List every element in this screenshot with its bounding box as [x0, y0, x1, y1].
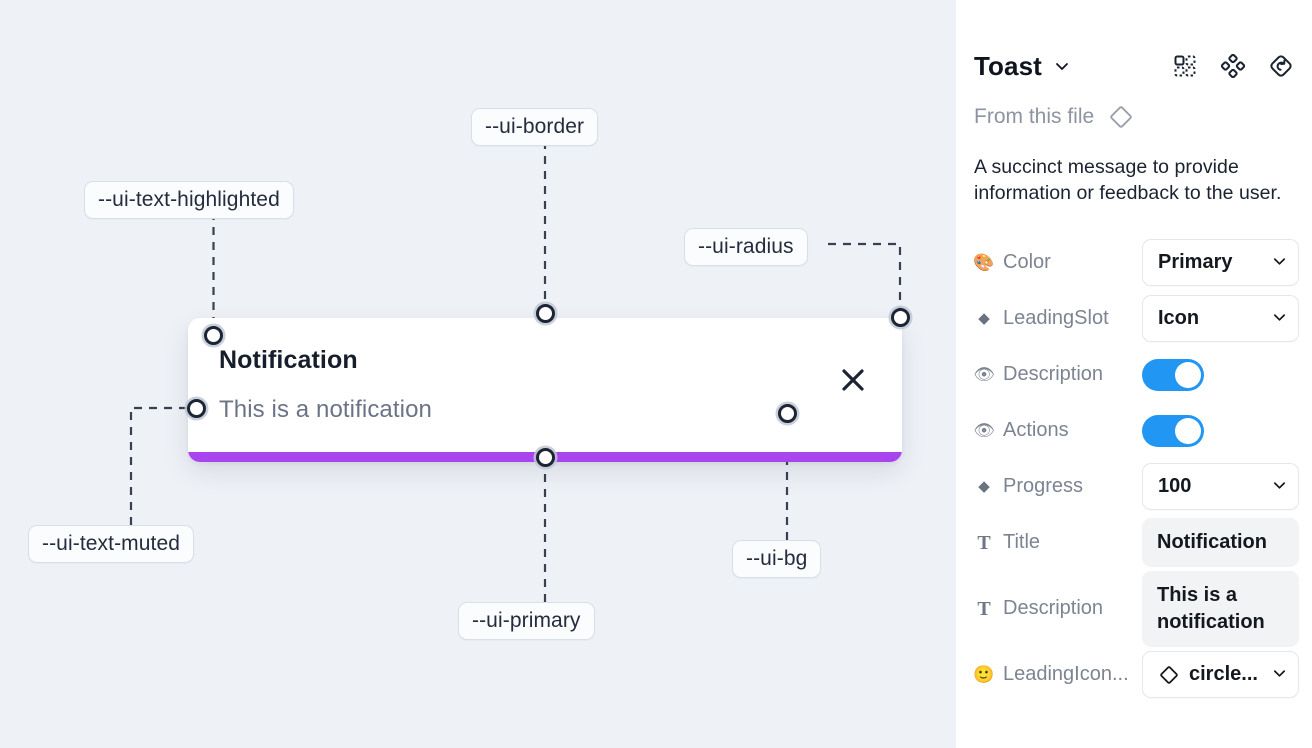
property-label-progress: ◆ Progress	[974, 475, 1142, 498]
property-label-text: Color	[1003, 251, 1051, 274]
token-chip-ui-primary[interactable]: --ui-primary	[458, 602, 595, 640]
token-chip-ui-border[interactable]: --ui-border	[471, 108, 599, 146]
chevron-down-icon	[1272, 663, 1287, 686]
anchor-dot-ui-radius[interactable]	[891, 308, 910, 327]
leading-icon-select[interactable]: circle...	[1142, 651, 1299, 699]
chevron-down-icon	[1272, 475, 1287, 498]
property-row-actions-visibility: 👁 Actions	[974, 403, 1294, 459]
close-icon[interactable]	[839, 366, 867, 394]
diamond-icon: ◆	[978, 478, 990, 496]
property-list: 🎨 Color Primary ◆ LeadingSlot	[974, 235, 1299, 703]
chevron-down-icon	[1272, 251, 1287, 274]
component-set-icon[interactable]	[1172, 53, 1198, 79]
panel-header: Toast	[974, 36, 1294, 96]
leading-slot-select-value: Icon	[1158, 307, 1200, 330]
property-label-actions-visibility: 👁 Actions	[974, 419, 1142, 442]
progress-select-value: 100	[1158, 475, 1192, 498]
anchor-dot-ui-text-muted[interactable]	[187, 399, 206, 418]
from-this-file-label: From this file	[974, 105, 1095, 128]
toggle-knob	[1175, 361, 1201, 388]
diamond-icon	[1158, 664, 1180, 686]
token-chip-ui-text-muted[interactable]: --ui-text-muted	[28, 525, 195, 563]
description-input[interactable]: This is a notification	[1142, 570, 1299, 647]
eye-icon: 👁	[974, 421, 995, 441]
chevron-down-icon	[1272, 307, 1287, 330]
property-row-description-visibility: 👁 Description	[974, 347, 1294, 403]
reset-instance-icon[interactable]	[1268, 53, 1294, 79]
property-label-description-text: T Description	[974, 597, 1142, 620]
property-row-leading-slot: ◆ LeadingSlot Icon	[974, 291, 1299, 347]
progress-select[interactable]: 100	[1142, 463, 1299, 511]
page-title: Toast	[974, 50, 1042, 81]
anchor-dot-ui-primary[interactable]	[536, 448, 555, 467]
text-icon: T	[977, 597, 991, 620]
toast-component-preview[interactable]: Notification This is a notification	[188, 318, 902, 462]
diamond-icon	[1108, 104, 1134, 130]
property-label-title: T Title	[974, 531, 1142, 554]
property-row-title: T Title Notification	[974, 515, 1299, 571]
diamond-icon: ◆	[978, 310, 990, 328]
panel-header-icon-group	[1172, 53, 1294, 79]
actions-visibility-toggle[interactable]	[1142, 414, 1204, 447]
leading-slot-select[interactable]: Icon	[1142, 295, 1299, 343]
property-label-leading-icon: 🙂 LeadingIcon...	[974, 663, 1142, 686]
color-select-value: Primary	[1158, 251, 1233, 274]
property-row-leading-icon: 🙂 LeadingIcon... circle...	[974, 647, 1299, 703]
smiley-icon: 🙂	[974, 665, 995, 685]
color-select[interactable]: Primary	[1142, 239, 1299, 287]
toggle-knob	[1175, 417, 1201, 444]
property-label-text: Title	[1003, 531, 1041, 554]
token-chip-ui-bg[interactable]: --ui-bg	[732, 540, 822, 578]
anchor-dot-ui-bg[interactable]	[778, 404, 797, 423]
property-row-description-text: T Description This is a notification	[974, 570, 1299, 647]
description-visibility-toggle[interactable]	[1142, 358, 1204, 391]
property-label-text: Description	[1003, 597, 1104, 620]
anchor-dot-ui-text-highlighted[interactable]	[204, 326, 223, 345]
property-label-description-visibility: 👁 Description	[974, 363, 1142, 386]
property-label-text: LeadingSlot	[1003, 307, 1109, 330]
token-chip-ui-radius[interactable]: --ui-radius	[684, 228, 808, 266]
property-label-text: LeadingIcon...	[1003, 663, 1129, 686]
chevron-down-icon[interactable]	[1054, 58, 1070, 74]
property-label-text: Progress	[1003, 475, 1084, 498]
from-this-file-row[interactable]: From this file	[974, 104, 1294, 130]
palette-icon: 🎨	[974, 253, 995, 273]
eye-icon: 👁	[974, 365, 995, 385]
property-row-color: 🎨 Color Primary	[974, 235, 1299, 291]
toast-title: Notification	[219, 346, 358, 374]
toast-description: This is a notification	[219, 396, 432, 423]
property-label-text: Description	[1003, 363, 1104, 386]
title-input[interactable]: Notification	[1142, 518, 1299, 568]
design-canvas[interactable]: --ui-text-highlighted --ui-border --ui-r…	[0, 0, 956, 748]
variants-icon[interactable]	[1220, 53, 1246, 79]
property-row-progress: ◆ Progress 100	[974, 459, 1299, 515]
anchor-dot-ui-border[interactable]	[536, 304, 555, 323]
text-icon: T	[977, 531, 991, 554]
component-description: A succinct message to provide informatio…	[974, 156, 1282, 205]
leading-icon-select-value: circle...	[1189, 663, 1258, 686]
properties-panel: Toast	[956, 0, 1312, 748]
property-label-color: 🎨 Color	[974, 251, 1142, 274]
token-chip-ui-text-highlighted[interactable]: --ui-text-highlighted	[84, 181, 294, 219]
property-label-text: Actions	[1003, 419, 1069, 442]
property-label-leading-slot: ◆ LeadingSlot	[974, 307, 1142, 330]
